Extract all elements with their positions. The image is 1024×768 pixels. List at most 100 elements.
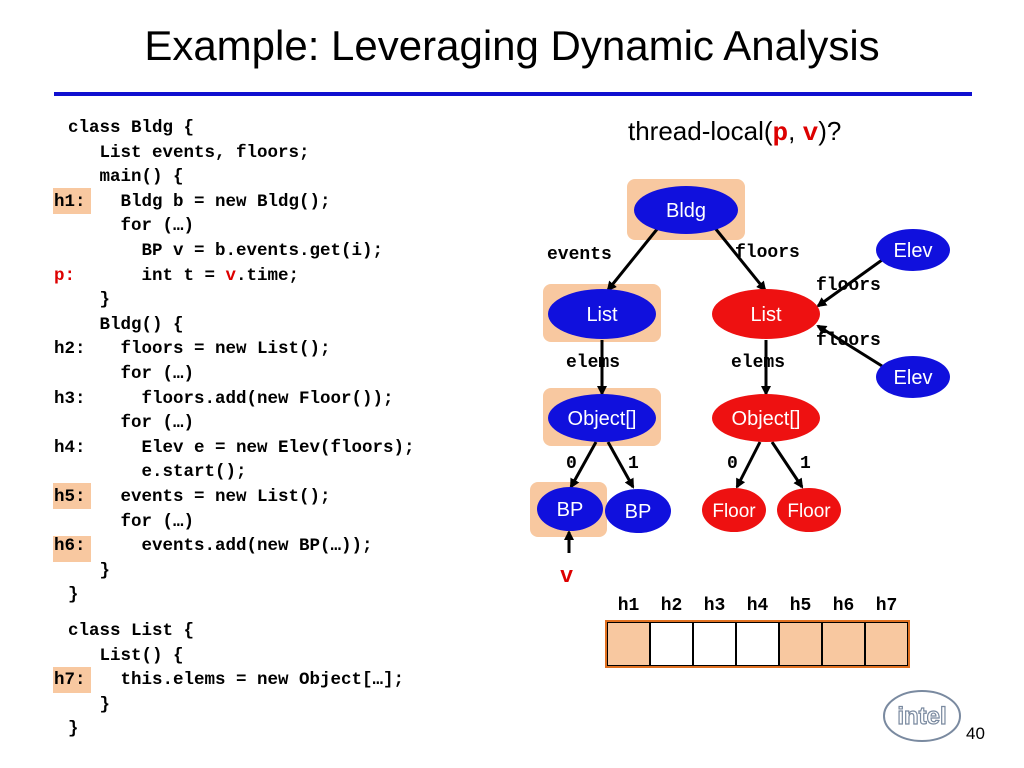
node-bldg-label: Bldg (666, 200, 706, 222)
node-floor1-label: Floor (712, 501, 756, 522)
node-bp2-label: BP (625, 501, 652, 523)
question-v: v (802, 118, 819, 148)
edge-idx1-left (606, 441, 635, 489)
code-label-h4: h4: (54, 437, 86, 458)
site-cell-h5 (778, 621, 823, 667)
site-label-h5: h5 (790, 596, 812, 616)
code-line: List() { (68, 645, 184, 666)
code-line: main() { (68, 167, 184, 188)
h6-highlight (53, 536, 91, 562)
intel-logo: intel (883, 690, 961, 742)
code-line: events = new List(); (68, 487, 331, 507)
site-label-h3: h3 (704, 596, 726, 616)
node-elev-top (876, 229, 950, 271)
pointer-label-v: v (560, 564, 573, 589)
node-list-floors (712, 289, 820, 339)
page-number: 40 (966, 724, 985, 743)
node-list-events-label: List (586, 304, 618, 326)
code-line: class Bldg { (68, 118, 195, 138)
code-line: floors.add(new Floor()); (68, 388, 394, 409)
edge-idx0-right (735, 441, 762, 489)
code-label-h7: h7: (54, 670, 86, 691)
edge-events (606, 227, 660, 292)
edge-label-floors-elev1: floors (816, 276, 881, 296)
edge-label-events: events (547, 245, 612, 265)
node-elev-top-label: Elev (894, 240, 933, 262)
node-objarr-left (548, 394, 656, 442)
code-line: for (…) (68, 364, 195, 384)
code-line: events.add(new BP(…)); (68, 536, 373, 557)
question-p: p (772, 118, 789, 148)
code-line: List events, floors; (68, 142, 310, 163)
code-label-h5: h5: (54, 487, 86, 507)
site-cell-h4 (735, 621, 780, 667)
code-line: } (68, 719, 79, 740)
code-line: Elev e = new Elev(floors); (68, 437, 415, 458)
thread-local-question: thread-local(p, v)? (628, 116, 841, 148)
node-floor2-label: Floor (787, 501, 831, 522)
site-label-h4: h4 (747, 596, 769, 616)
edge-idx1-right (770, 441, 804, 489)
edge-label-idx1-left: 1 (628, 454, 639, 474)
code-line: } (68, 585, 79, 606)
site-cell-h6 (821, 621, 866, 667)
node-floor2 (777, 488, 841, 532)
code-label-p: p: (54, 265, 76, 286)
edge-elev1-floors (816, 258, 883, 308)
question-prefix: thread-local( (628, 116, 773, 146)
site-label-h6: h6 (833, 596, 855, 616)
node-objarr-left-label: Object[] (568, 408, 637, 430)
node-objarr-right (712, 394, 820, 442)
slide-title: Example: Leveraging Dynamic Analysis (144, 22, 880, 69)
code-line: BP v = b.events.get(i); (68, 241, 384, 261)
code-line: Bldg() { (68, 314, 184, 335)
edge-label-floors-elev2: floors (816, 331, 881, 351)
site-table-border (605, 620, 910, 668)
node-list-events (548, 289, 656, 339)
site-cell-h1 (606, 621, 651, 667)
code-line: for (…) (68, 511, 195, 532)
edge-label-elems-right: elems (731, 353, 785, 373)
node-bldg (634, 186, 738, 234)
code-label-h1: h1: (54, 191, 86, 212)
site-label-h2: h2 (661, 596, 683, 616)
node-bp1-label: BP (557, 499, 584, 521)
node-list-floors-label: List (750, 304, 782, 326)
h5-highlight (53, 483, 91, 509)
question-suffix: )? (818, 116, 842, 146)
code-line: floors = new List(); (68, 339, 331, 360)
code-var-v: v (225, 265, 237, 286)
code-line: } (68, 290, 111, 311)
node-bp1 (537, 487, 603, 531)
code-line: for (…) (68, 413, 195, 434)
code-line: this.elems = new Object[…]; (68, 670, 405, 691)
site-cell-h3 (692, 621, 737, 667)
h7-highlight (53, 667, 91, 693)
node-bp2 (605, 489, 671, 533)
code-line: } (68, 694, 111, 715)
site-label-h1: h1 (618, 596, 640, 616)
code-line: e.start(); (68, 462, 247, 483)
edge-label-floors: floors (735, 243, 800, 263)
site-cell-h2 (649, 621, 694, 667)
edge-label-elems-left: elems (566, 353, 620, 373)
node-floor1 (702, 488, 766, 532)
node-elev-bottom-label: Elev (894, 367, 933, 389)
edge-label-idx1-right: 1 (800, 454, 811, 474)
edge-label-idx0-right: 0 (727, 454, 738, 474)
intel-logo-text: intel (897, 703, 946, 730)
title-rule (54, 92, 972, 96)
node-objarr-right-label: Object[] (732, 408, 801, 430)
code-line: int t = v.time; (68, 265, 300, 286)
h1-highlight (53, 188, 91, 214)
code-line: } (68, 560, 111, 581)
site-cell-h7 (864, 621, 909, 667)
code-label-h3: h3: (54, 388, 86, 409)
edge-label-idx0-left: 0 (566, 454, 577, 474)
edge-floors (713, 227, 767, 292)
code-label-h2: h2: (54, 339, 86, 360)
code-label-h6: h6: (54, 536, 86, 557)
code-line: Bldg b = new Bldg(); (68, 191, 331, 212)
